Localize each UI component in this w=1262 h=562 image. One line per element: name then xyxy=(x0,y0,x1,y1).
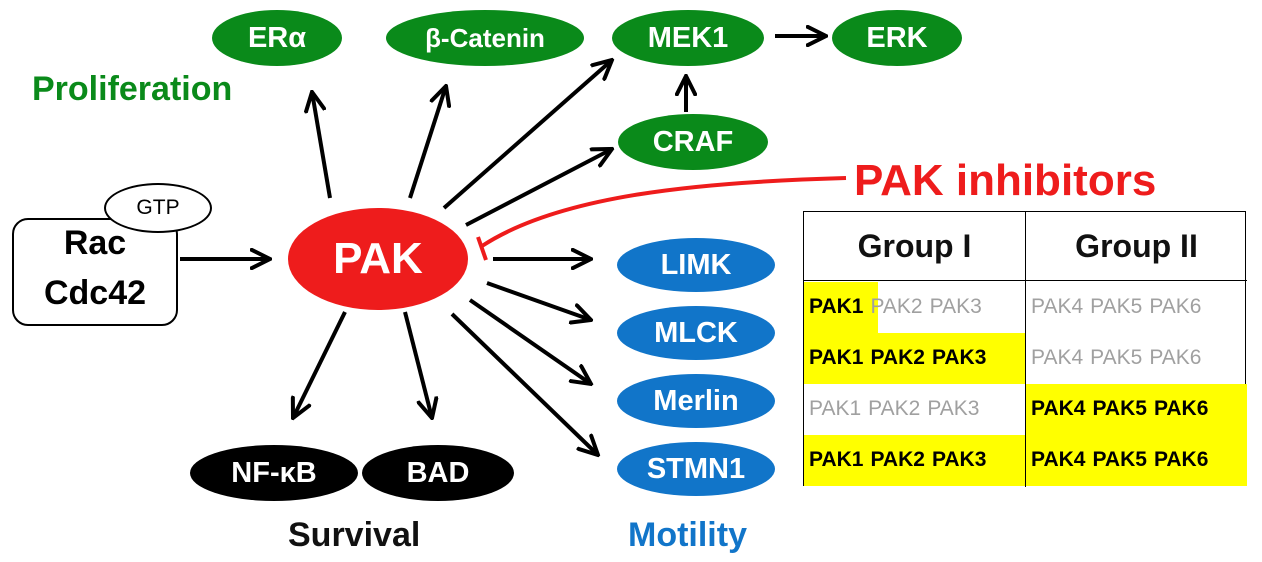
isoform-label: PAK2 xyxy=(870,448,925,471)
isoform-label: PAK2 xyxy=(870,295,923,318)
arrow-pak-to-merlin xyxy=(468,298,591,384)
inhibition-curve xyxy=(480,176,847,248)
table-cell: PAK1 PAK2 PAK3 xyxy=(809,384,986,434)
isoform-label: PAK4 xyxy=(1031,295,1084,318)
table-cell: PAK4 PAK5 PAK6 xyxy=(1031,384,1215,434)
isoform-label: PAK2 xyxy=(868,397,921,420)
isoform-label: PAK6 xyxy=(1149,295,1202,318)
isoform-label: PAK1 xyxy=(809,346,864,369)
table-cell: PAK4 PAK5 PAK6 xyxy=(1031,282,1208,332)
isoform-label: PAK5 xyxy=(1092,448,1147,471)
pak-node: PAK xyxy=(288,208,468,310)
isoform-label: PAK3 xyxy=(927,397,980,420)
isoform-label: PAK3 xyxy=(931,448,987,471)
isoform-label: PAK2 xyxy=(870,346,925,369)
rac-cdc42-box: Rac Cdc42 xyxy=(12,218,178,326)
isoform-label: PAK3 xyxy=(931,346,987,369)
arrow-pak-to-mek1 xyxy=(442,60,612,210)
table-cell: PAK4 PAK5 PAK6 xyxy=(1031,435,1215,485)
table-cell: PAK4 PAK5 PAK6 xyxy=(1031,333,1208,383)
cdc42-label: Cdc42 xyxy=(43,274,147,312)
group-1-header: Group I xyxy=(857,227,972,264)
limk-node: LIMK xyxy=(617,238,775,292)
isoform-label: PAK5 xyxy=(1090,346,1143,369)
bad-node: BAD xyxy=(362,445,514,501)
arrow-pak-to-craf xyxy=(465,149,612,227)
group-divider xyxy=(1025,212,1026,487)
table-cell: PAK1 PAK2 PAK3 xyxy=(809,435,993,485)
proliferation-label: Proliferation xyxy=(32,70,233,108)
highlight-band xyxy=(804,435,1025,486)
survival-label: Survival xyxy=(288,516,421,554)
nfkb-node: NF-κB xyxy=(190,445,358,501)
beta-catenin-node: β-Catenin xyxy=(386,10,584,66)
table-cell: PAK1 PAK2 PAK3 xyxy=(809,333,993,383)
merlin-node: Merlin xyxy=(617,374,775,428)
isoform-label: PAK1 xyxy=(809,295,864,318)
isoform-label: PAK5 xyxy=(1092,397,1147,420)
isoform-label: PAK6 xyxy=(1153,397,1209,420)
isoform-label: PAK4 xyxy=(1031,448,1086,471)
isoform-label: PAK3 xyxy=(929,295,982,318)
stmn1-node: STMN1 xyxy=(617,442,775,496)
arrow-pak-to-nfkb xyxy=(293,311,347,418)
table-cell: PAK1 PAK2 PAK3 xyxy=(809,282,989,332)
isoform-label: PAK1 xyxy=(809,448,864,471)
motility-label: Motility xyxy=(628,516,747,554)
mek1-node: MEK1 xyxy=(612,10,764,66)
highlight-band xyxy=(804,333,1025,384)
group-2-header: Group II xyxy=(1075,227,1198,264)
arrow-pak-to-er-alpha xyxy=(312,92,332,199)
arrow-pak-to-mlck xyxy=(486,281,591,320)
erk-node: ERK xyxy=(832,10,962,66)
highlight-band xyxy=(1026,435,1247,486)
highlight-band xyxy=(804,282,878,333)
isoform-label: PAK1 xyxy=(809,397,862,420)
isoform-label: PAK4 xyxy=(1031,397,1086,420)
pak-inhibitors-label: PAK inhibitors xyxy=(854,156,1157,205)
arrow-pak-to-bad xyxy=(403,311,432,418)
isoform-label: PAK6 xyxy=(1149,346,1202,369)
er-alpha-node: ERα xyxy=(212,10,342,66)
arrow-pak-to-stmn1 xyxy=(450,312,598,455)
mlck-node: MLCK xyxy=(617,306,775,360)
highlight-band xyxy=(1026,384,1247,435)
isoform-label: PAK6 xyxy=(1153,448,1209,471)
arrow-pak-to-beta-catenin xyxy=(408,86,446,199)
rac-label: Rac xyxy=(63,224,127,262)
isoform-label: PAK4 xyxy=(1031,346,1084,369)
gtp-badge: GTP xyxy=(104,183,212,233)
craf-node: CRAF xyxy=(618,114,768,170)
isoform-label: PAK5 xyxy=(1090,295,1143,318)
inhibition-bar xyxy=(476,236,488,261)
